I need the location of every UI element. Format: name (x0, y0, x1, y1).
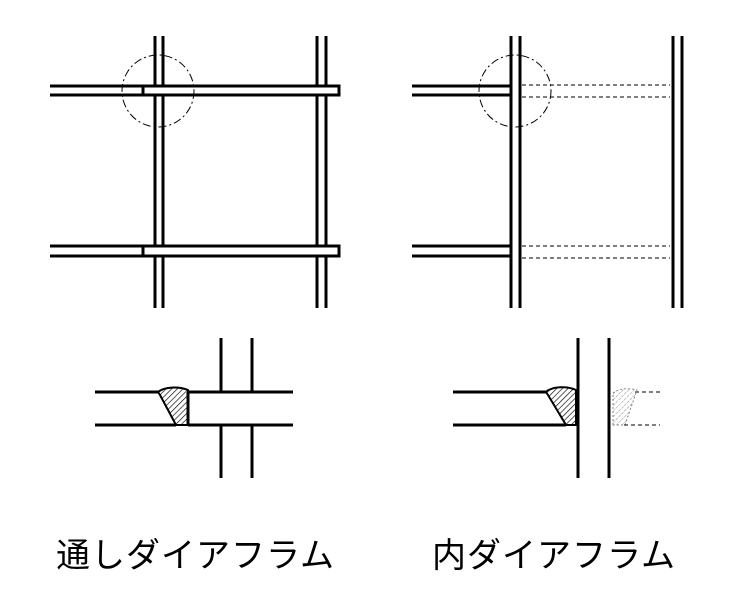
caption-inner-diaphragm: 内ダイアフラム (432, 536, 676, 576)
hidden-diaphragm-bottom (522, 245, 670, 259)
inner-diaphragm-detail (453, 338, 660, 478)
weld-bead (156, 386, 189, 426)
hidden-diaphragm-top (522, 84, 670, 98)
caption-through-diaphragm: 通しダイアフラム (56, 536, 335, 576)
beam-bottom (50, 244, 341, 258)
column-left (153, 36, 165, 308)
beam-top (50, 84, 341, 97)
hidden-weld-bead (612, 388, 638, 426)
beam-bottom (412, 244, 511, 258)
column-left (509, 36, 522, 308)
hidden-diaphragm (624, 391, 660, 426)
beam-top (412, 84, 511, 97)
column-walls (576, 338, 611, 478)
through-diaphragm-frame (50, 36, 341, 308)
column-right (671, 36, 684, 308)
beam-flange (95, 390, 176, 427)
detail-circle (478, 54, 552, 128)
column-walls (219, 338, 254, 478)
detail-circle (121, 54, 195, 128)
weld-bead (544, 386, 577, 426)
column-right (315, 36, 328, 308)
diaphragm-plate (186, 390, 293, 427)
beam-flange (453, 390, 566, 427)
through-diaphragm-detail (95, 338, 293, 478)
inner-diaphragm-frame (412, 36, 684, 308)
